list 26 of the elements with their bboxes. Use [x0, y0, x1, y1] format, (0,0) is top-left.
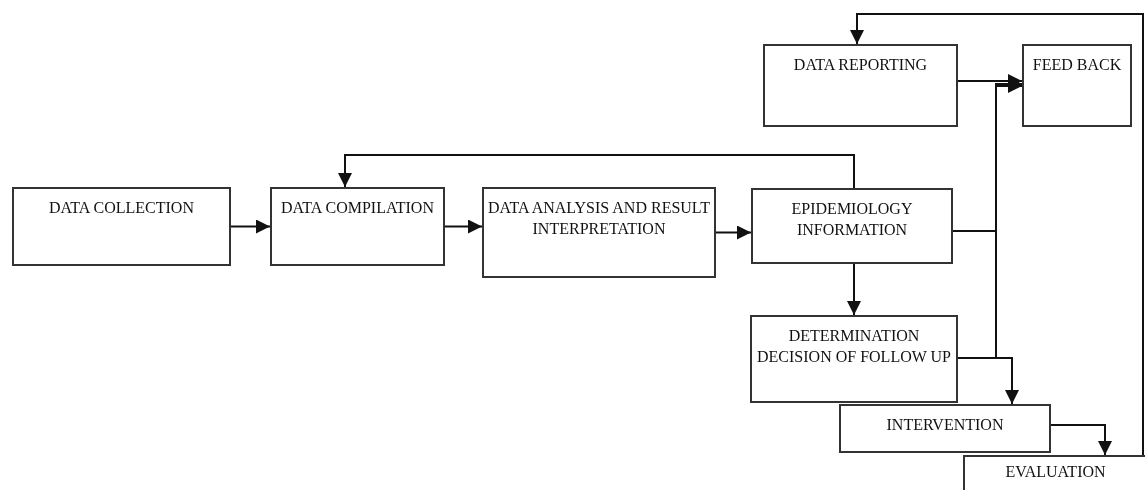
process-box — [750, 315, 958, 403]
box-label: FEED BACK — [1032, 55, 1122, 75]
arrow — [847, 263, 861, 316]
process-box — [839, 404, 1051, 453]
box-label: DATA COLLECTION — [49, 198, 194, 218]
box-label: DETERMINATION DECISION OF FOLLOW UP — [756, 326, 952, 367]
arrow — [1050, 424, 1112, 456]
process-box — [270, 187, 445, 266]
process-box — [751, 188, 953, 264]
process-box — [1022, 44, 1132, 127]
box-label: DATA REPORTING — [793, 55, 928, 75]
process-box — [482, 187, 716, 278]
arrow — [338, 154, 855, 189]
process-box — [763, 44, 958, 127]
box-label: EVALUATION — [1005, 462, 1106, 482]
box-label: INTERVENTION — [886, 415, 1004, 435]
arrow — [850, 13, 1144, 456]
box-label: DATA ANALYSIS AND RESULT INTERPRETATION — [487, 198, 711, 239]
arrow — [230, 219, 271, 234]
process-box — [12, 187, 231, 266]
arrow — [444, 219, 483, 234]
arrow — [957, 357, 1019, 405]
process-box — [963, 455, 1145, 490]
box-label: EPIDEMIOLOGY INFORMATION — [790, 199, 914, 240]
box-label: DATA COMPILATION — [281, 198, 434, 218]
arrow — [715, 225, 752, 240]
